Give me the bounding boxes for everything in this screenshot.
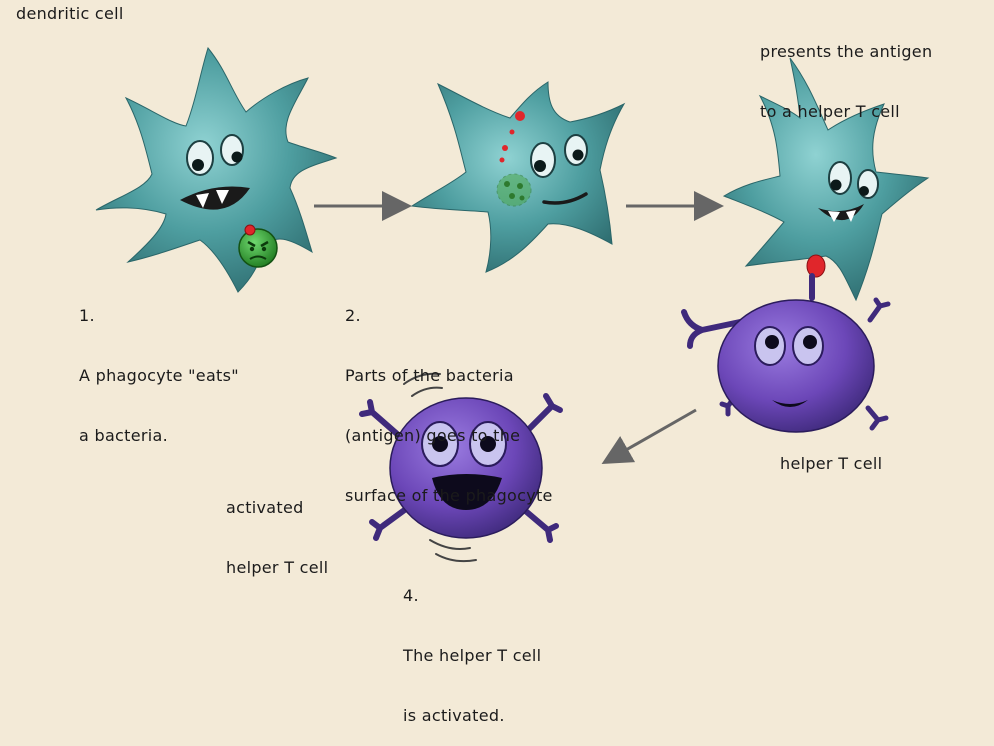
activated-line2: helper T cell — [226, 558, 328, 578]
step2-caption: 2. Parts of the bacteria (antigen) goes … — [345, 266, 553, 526]
step3-caption: presents the antigen to a helper T cell — [760, 2, 932, 142]
step1-line2: a bacteria. — [79, 426, 239, 446]
phagocyte-cell-2 — [412, 82, 624, 272]
dendritic-cell-label: dendritic cell — [16, 4, 124, 24]
activated-line1: activated — [226, 498, 328, 518]
step2-line2: (antigen) goes to the — [345, 426, 553, 446]
presented-antigen-icon — [807, 255, 825, 277]
step1-line1: A phagocyte "eats" — [79, 366, 239, 386]
phagocyte-cell-1 — [96, 48, 336, 292]
step2-line1: Parts of the bacteria — [345, 366, 553, 386]
step2-line3: surface of the phagocyte — [345, 486, 553, 506]
immune-activation-diagram: dendritic cell 1. A phagocyte "eats" a b… — [0, 0, 994, 625]
step1-number: 1. — [79, 306, 239, 326]
step3-line1: presents the antigen — [760, 42, 932, 62]
digested-bacteria-icon — [497, 174, 531, 206]
activated-caption: activated helper T cell — [226, 458, 328, 598]
step4-caption: 4. The helper T cell is activated. — [403, 546, 541, 746]
helper-t-cell-label: helper T cell — [780, 454, 882, 474]
arrow-step3-to-step4 — [612, 410, 696, 458]
step1-caption: 1. A phagocyte "eats" a bacteria. — [79, 266, 239, 466]
step2-number: 2. — [345, 306, 553, 326]
step4-line2: is activated. — [403, 706, 541, 726]
step4-line1: The helper T cell — [403, 646, 541, 666]
step4-number: 4. — [403, 586, 541, 606]
step3-line2: to a helper T cell — [760, 102, 932, 122]
helper-t-cell — [684, 276, 888, 432]
